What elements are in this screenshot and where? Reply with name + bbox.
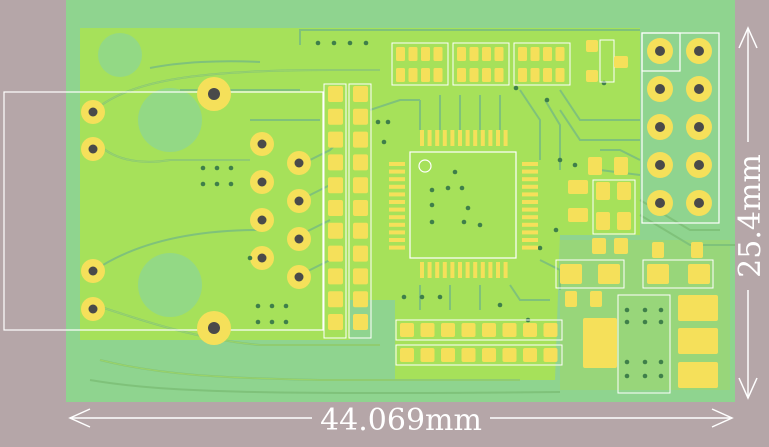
- bottom-resistor-rows: [395, 319, 563, 366]
- pin-header: [641, 32, 720, 224]
- dimension-height: [738, 26, 758, 400]
- power-section: [555, 242, 718, 394]
- dimension-height-label: 25.4mm: [733, 154, 768, 278]
- rj45-led-pads: [81, 100, 105, 321]
- top-resistor-arrays: [391, 42, 571, 86]
- silk-rj45-outline: [3, 91, 324, 331]
- vias: [200, 40, 664, 379]
- smd-resistor-columns: [323, 83, 372, 339]
- main-ic: [389, 130, 538, 278]
- rj45-mounting-holes: [197, 77, 231, 345]
- dimension-width-label: 44.069mm: [320, 403, 482, 438]
- dimension-width: [68, 408, 734, 428]
- rj45-signal-pads: [250, 132, 311, 289]
- sot23-part: [586, 39, 628, 83]
- crystal-cluster: [568, 157, 636, 254]
